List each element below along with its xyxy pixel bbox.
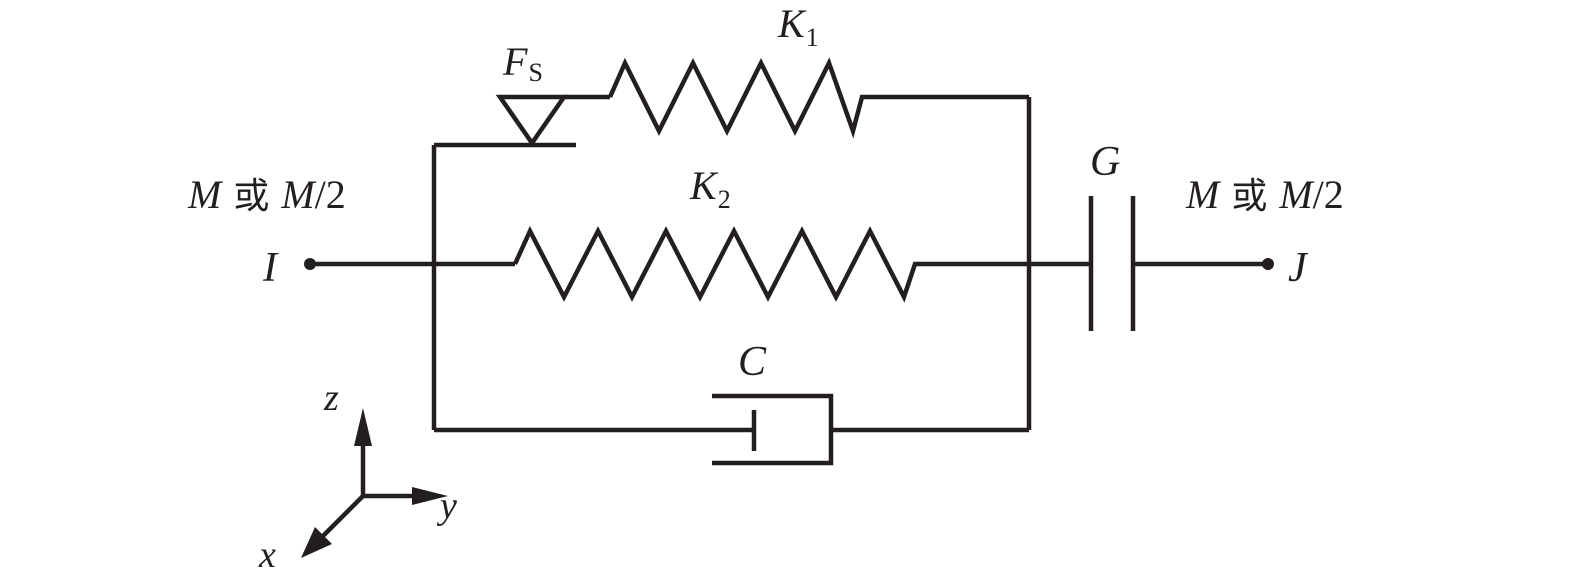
label-c: C (738, 339, 767, 385)
label-g: G (1090, 139, 1120, 185)
node-j-dot (1262, 258, 1274, 270)
label-k1: K1 (777, 1, 819, 52)
label-i: I (262, 245, 279, 291)
label-k2: K2 (689, 163, 731, 214)
label-axis-z: z (323, 377, 339, 419)
spring-k2 (512, 225, 928, 303)
label-fs: FS (502, 39, 543, 87)
axis-x-arrowhead (301, 527, 332, 558)
axis-z-arrowhead (354, 408, 372, 446)
label-axis-x: x (258, 534, 276, 576)
axis-x (320, 494, 365, 539)
label-axis-y: y (436, 485, 457, 527)
friction-slider-fs (495, 94, 569, 147)
spring-k1 (607, 57, 875, 139)
node-i-dot (304, 258, 316, 270)
axis-y-arrowhead (412, 487, 448, 505)
label-j: J (1288, 245, 1309, 291)
